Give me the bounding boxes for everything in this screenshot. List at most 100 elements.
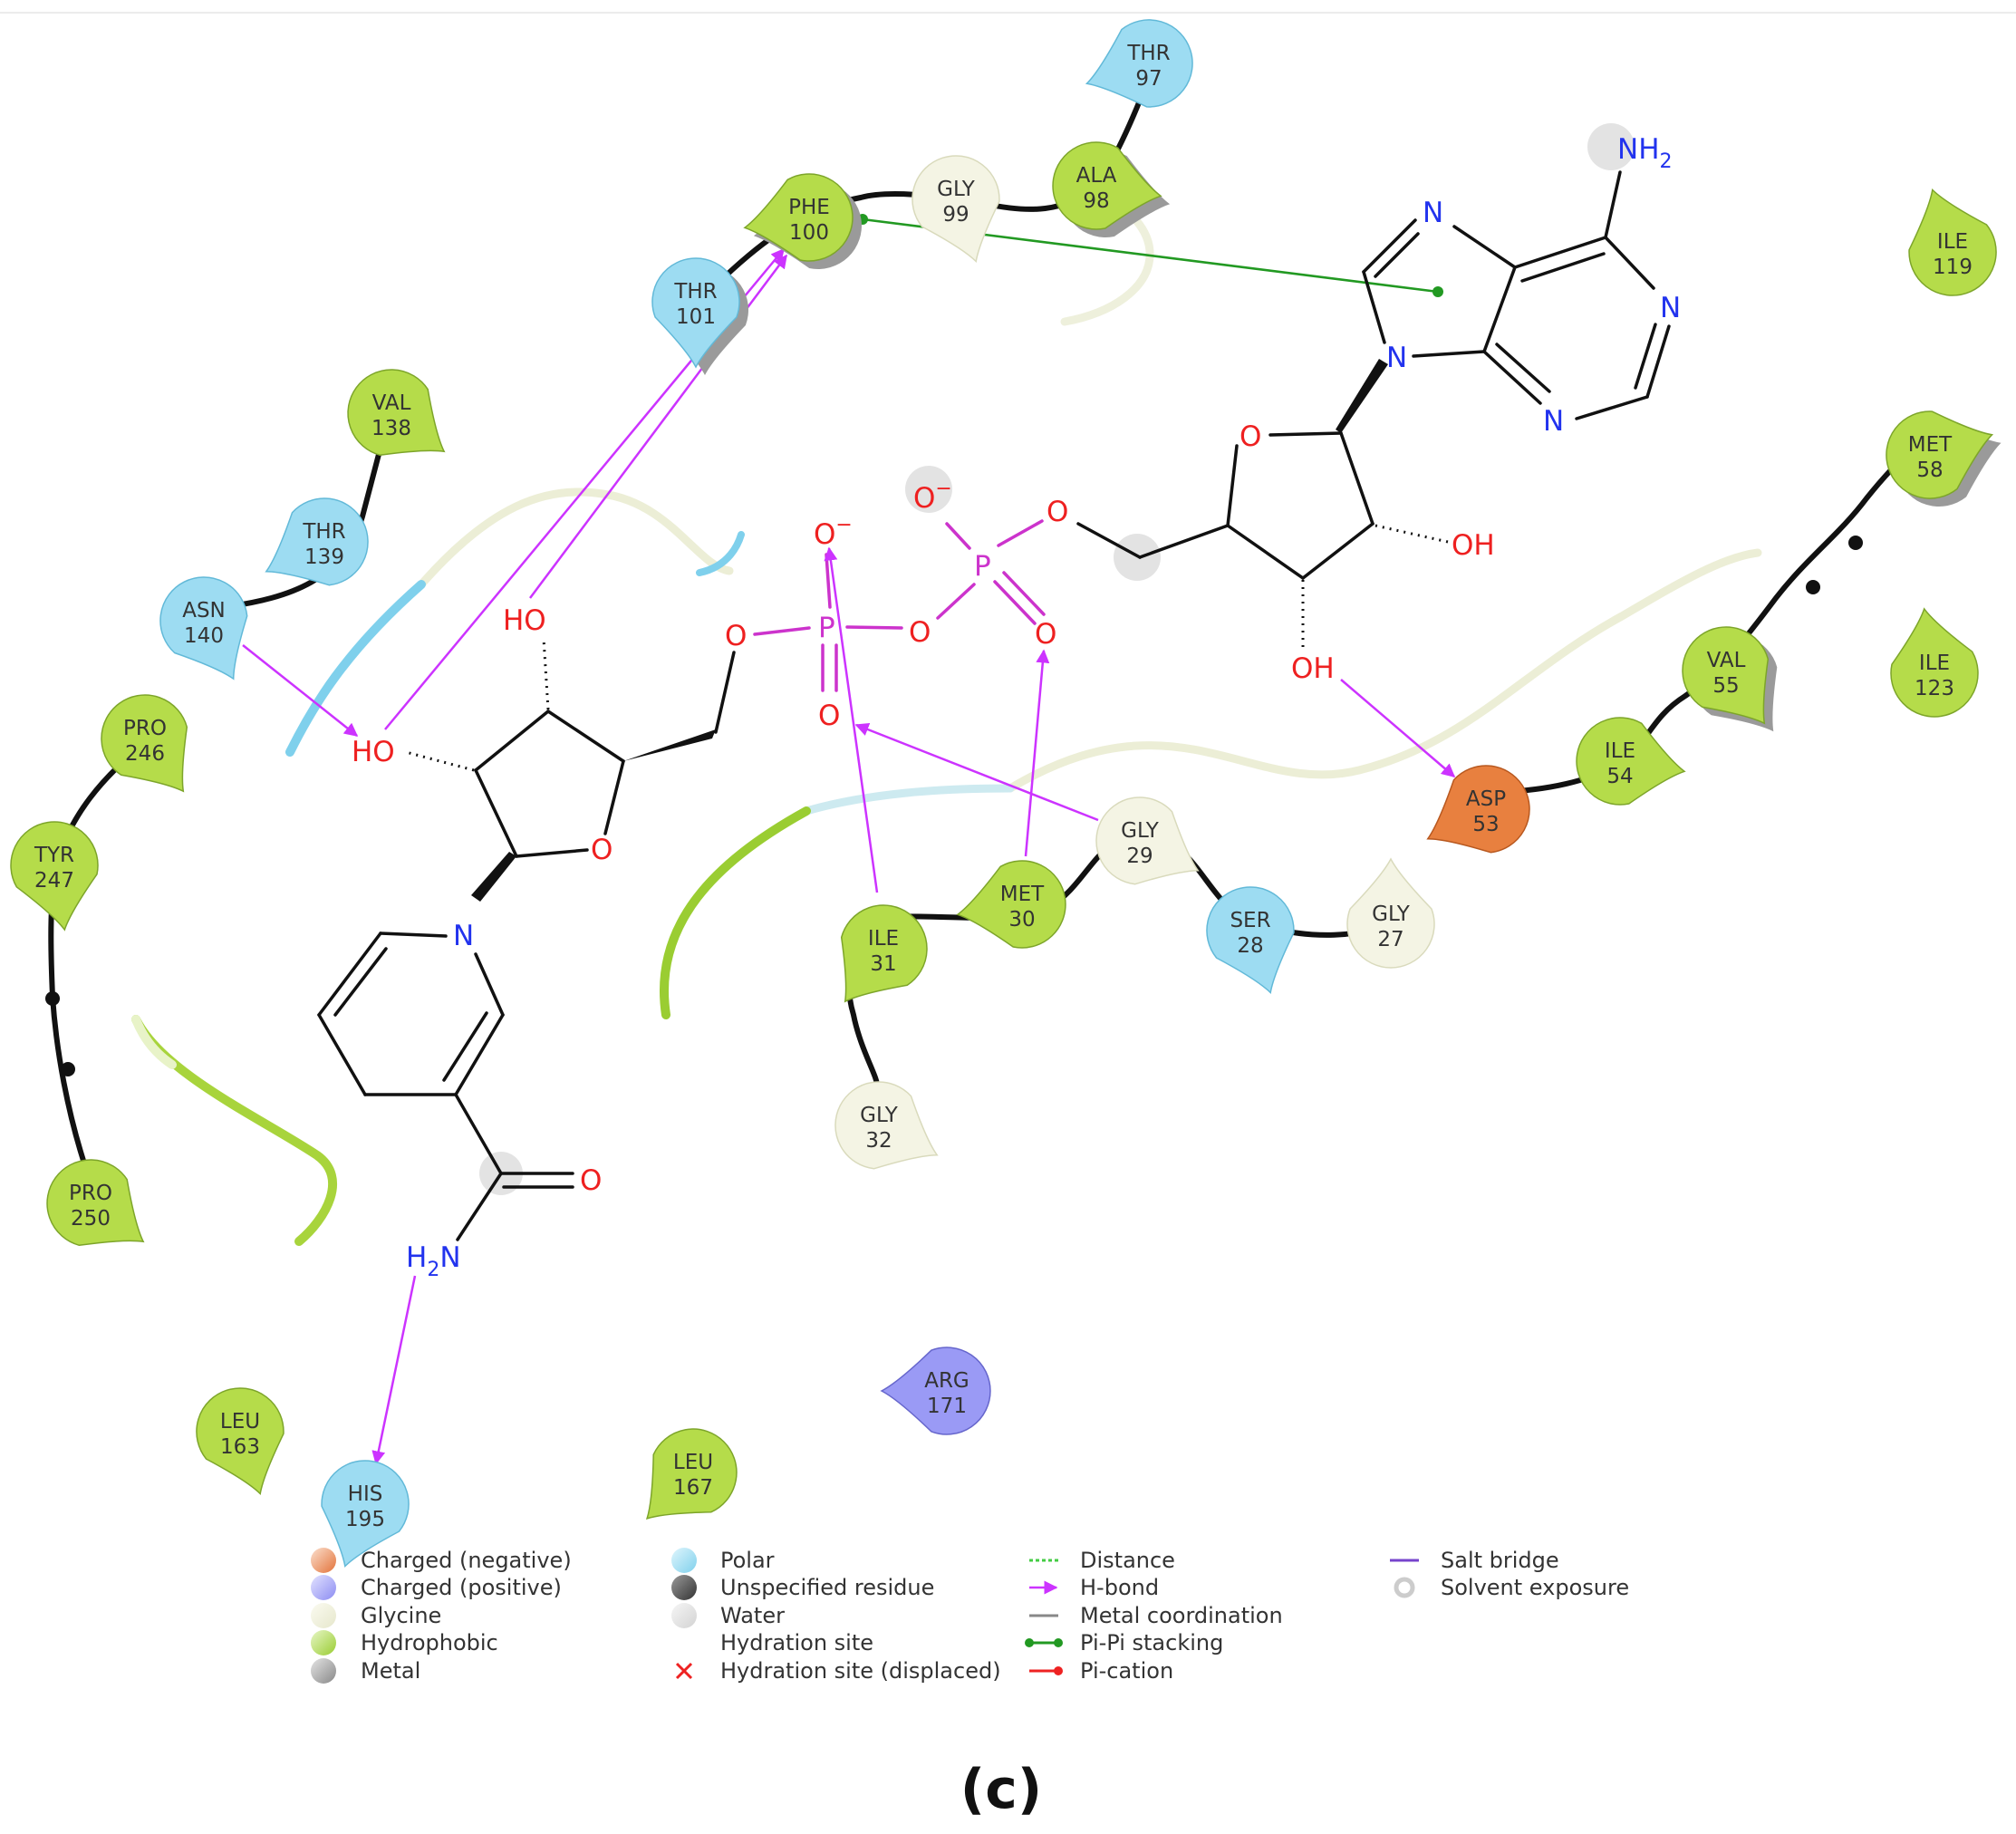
bond-c8-n9 (1362, 270, 1386, 344)
bond-c5-c6-double (1520, 252, 1606, 283)
bond-c3-camide (454, 1093, 503, 1175)
residue-shape-val138 (347, 369, 446, 457)
residue-shape-thr139 (265, 497, 369, 586)
ligand-bonds (317, 170, 1671, 1241)
backbone-dot-tyr247-b (61, 1062, 75, 1076)
bond-obridge-pn (845, 625, 903, 630)
residue-number-leu167: 167 (673, 1476, 713, 1500)
pocket-ribbon-mid-green (660, 806, 811, 1019)
legend-symbol-water (671, 1603, 697, 1628)
residue-number-ile123: 123 (1915, 677, 1954, 700)
wedge-c1n-npyr (471, 852, 516, 902)
bond-pn-o5n (753, 626, 811, 636)
residue-shape-leu167 (645, 1428, 738, 1520)
residue-number-phe100: 100 (789, 221, 829, 245)
residue-name-gly99: GLY (937, 178, 976, 201)
pocket-ribbon-lower-left-green (131, 1015, 338, 1246)
bond-camide-n (456, 1172, 503, 1241)
pocket-outline (131, 172, 1762, 1246)
residue-shape-arg171 (880, 1347, 991, 1435)
bond-c5-c6 (1513, 236, 1607, 269)
residue-name-val138: VAL (372, 391, 411, 415)
bond-pa-ominus (945, 522, 971, 550)
residue-shape-leu163 (196, 1387, 285, 1496)
legend-label-salt-bridge: Salt bridge (1441, 1548, 1559, 1573)
backbone-dot-val55-b (1848, 536, 1863, 550)
legend-label-glycine: Glycine (361, 1603, 441, 1628)
legend-symbols (311, 1548, 1419, 1684)
solvent-halo-o-minus (905, 466, 952, 513)
solvent-halo-nh2 (1587, 123, 1635, 170)
pocket-ribbon-lower-left-light (131, 1015, 177, 1069)
legend-label-water: Water (720, 1603, 785, 1628)
residue-number-arg171: 171 (927, 1395, 967, 1418)
legend-label-pi-cation: Pi-cation (1080, 1658, 1173, 1684)
residue-name-ile54: ILE (1605, 739, 1635, 763)
backbone-dot-val55-a (1806, 580, 1820, 594)
atom-labels: NH2 N N N N O OH OH O P O− O O P O− O O … (352, 133, 1681, 1281)
bond-n7-c5 (1452, 225, 1517, 269)
atom-n1: N (1660, 292, 1681, 324)
wedge-n9-c1 (1336, 359, 1388, 433)
residue-number-gly29: 29 (1126, 845, 1153, 868)
residue-number-gly27: 27 (1377, 928, 1403, 951)
residue-number-ile31: 31 (870, 952, 896, 976)
bond-ribose-a-c3-c4 (1226, 524, 1305, 580)
residue-number-leu163: 163 (220, 1435, 260, 1459)
backbone-246-250 (48, 740, 148, 1172)
atom-n-pyr: N (453, 920, 474, 952)
bond-pyr-c3-c2-double (442, 1011, 488, 1082)
residue-name-phe100: PHE (788, 196, 830, 219)
residue-shape-his195 (321, 1460, 410, 1569)
wedge-c4n-c5n (623, 729, 716, 761)
hbond-asn140-to-ho (242, 644, 359, 737)
atom-o-double-a: O (1035, 618, 1056, 651)
residue-shape-gly99 (912, 155, 1000, 264)
residue-name-pro250: PRO (69, 1182, 112, 1205)
bond-c6-nh2 (1604, 170, 1622, 239)
atom-n9: N (1386, 342, 1407, 374)
bond-pyr-c3-c2 (454, 1013, 505, 1096)
residue-number-thr139: 139 (304, 545, 344, 569)
bond-ribose-n-c1-c2 (474, 768, 518, 858)
legend-label-polar: Polar (720, 1548, 775, 1573)
legend-symbol-charged-positive (311, 1575, 336, 1600)
bond-o5n-c5n (714, 651, 736, 734)
residue-name-pro246: PRO (123, 717, 167, 740)
bond-pyr-c6-c5-double (333, 947, 388, 1017)
bond-ribose-n-c2-c3 (474, 709, 550, 772)
legend-label-hbond: H-bond (1080, 1575, 1159, 1600)
hash-c2n-ho (405, 750, 475, 772)
legend-symbol-solvent (1394, 1577, 1415, 1598)
legend-symbol-hydrophobic (311, 1630, 336, 1655)
residue-name-val55: VAL (1707, 649, 1746, 672)
hash-c2a-oh (1375, 524, 1449, 544)
bond-ribose-a-c5-o5 (1076, 522, 1142, 559)
residue-name-gly32: GLY (860, 1104, 899, 1127)
bond-n3-c4-double (1495, 343, 1551, 393)
bond-ribose-a-c4-c5 (1138, 524, 1230, 559)
backbone-dot-tyr247-a (45, 991, 60, 1006)
atom-n3: N (1543, 405, 1564, 438)
legend-label-metal: Metal (361, 1658, 420, 1684)
residue-name-met30: MET (1000, 883, 1045, 906)
legend-symbol-pication (1029, 1666, 1063, 1675)
bond-pa-obridge (936, 583, 976, 620)
pocket-ribbon-upper-left-light (417, 487, 734, 589)
bond-pyr-c6-c5 (317, 931, 382, 1017)
residue-shape-gly32 (834, 1081, 939, 1170)
residue-number-tyr247: 247 (34, 869, 74, 893)
